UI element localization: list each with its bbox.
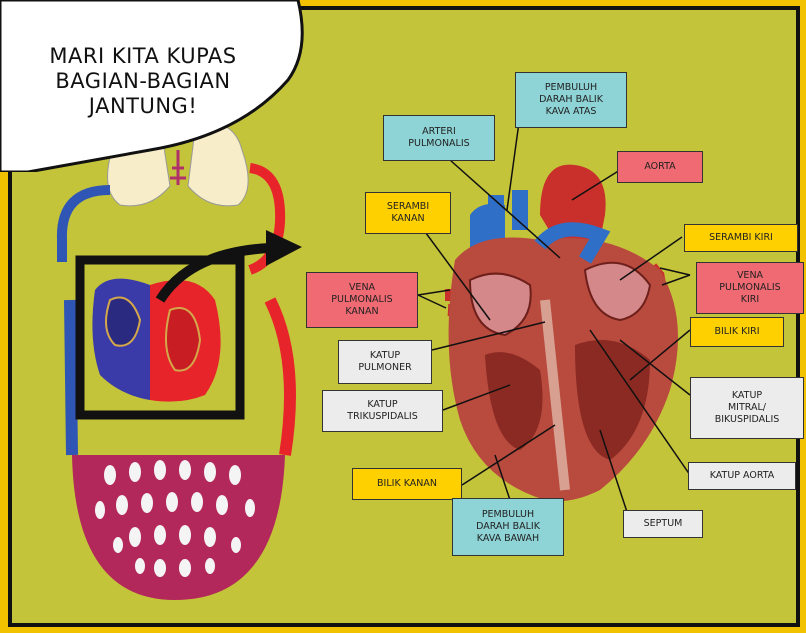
label-vena-pulmonalis-kanan: VENA PULMONALIS KANAN — [306, 272, 418, 328]
circulatory-loop — [62, 122, 302, 600]
label-septum: SEPTUM — [623, 510, 703, 538]
label-pembuluh-darah-balik-kava-atas: PEMBULUH DARAH BALIK KAVA ATAS — [515, 72, 627, 128]
label-katup-aorta: KATUP AORTA — [688, 462, 796, 490]
label-katup-mitral-bikuspidalis: KATUP MITRAL/ BIKUSPIDALIS — [690, 377, 804, 439]
label-bilik-kiri: BILIK KIRI — [690, 317, 784, 347]
label-serambi-kanan: SERAMBI KANAN — [365, 192, 451, 234]
label-bilik-kanan: BILIK KANAN — [352, 468, 462, 500]
heart-cross-section — [445, 165, 678, 502]
label-pembuluh-darah-balik-kava-bawah: PEMBULUH DARAH BALIK KAVA BAWAH — [452, 498, 564, 556]
label-serambi-kiri: SERAMBI KIRI — [684, 224, 798, 252]
label-aorta: AORTA — [617, 151, 703, 183]
label-katup-pulmoner: KATUP PULMONER — [338, 340, 432, 384]
label-katup-trikuspidalis: KATUP TRIKUSPIDALIS — [322, 390, 443, 432]
speech-bubble-text: MARI KITA KUPAS BAGIAN-BAGIAN JANTUNG! — [18, 44, 268, 119]
label-vena-pulmonalis-kiri: VENA PULMONALIS KIRI — [696, 262, 804, 314]
label-arteri-pulmonalis: ARTERI PULMONALIS — [383, 115, 495, 161]
